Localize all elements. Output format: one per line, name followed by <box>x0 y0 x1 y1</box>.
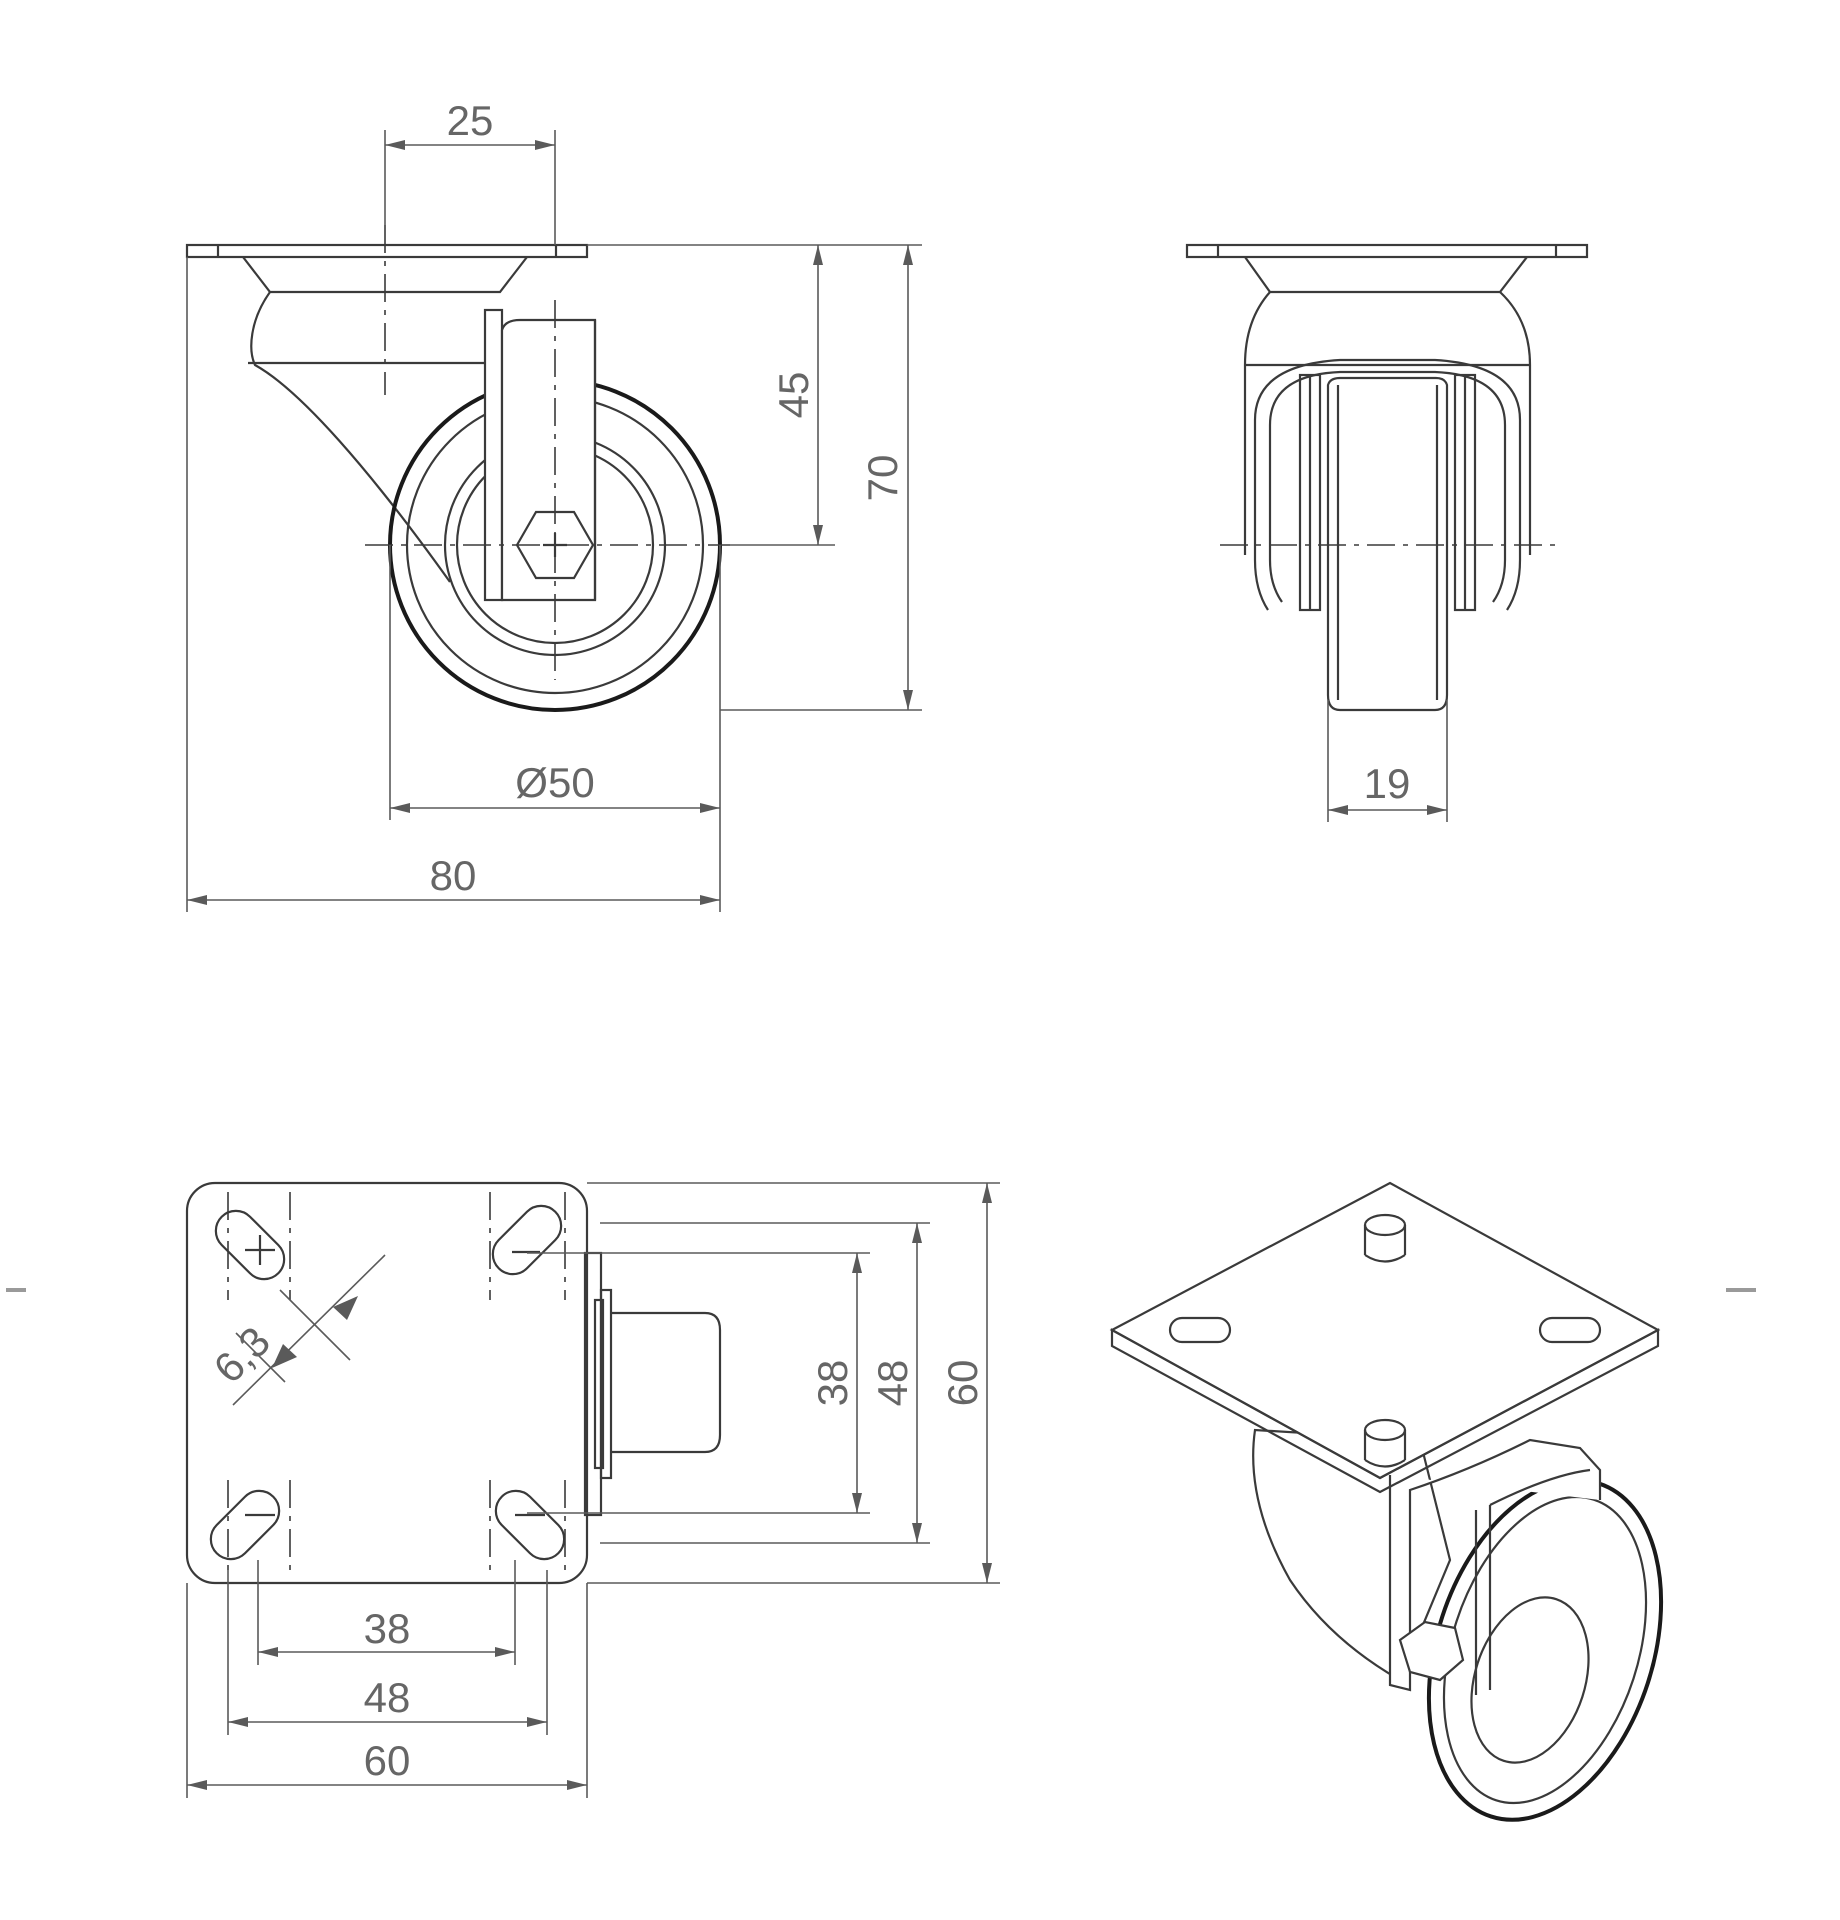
side-swivel-bearing <box>1244 256 1528 294</box>
top-plate-outline <box>185 1181 589 1585</box>
dim-hole-h-inner-label: 38 <box>364 1605 411 1652</box>
dim-hole-v-inner-label: 38 <box>809 1360 856 1407</box>
front-body-curve <box>250 291 451 583</box>
isometric-view <box>1109 1181 1664 1822</box>
dim-total-width-label: 80 <box>430 852 477 899</box>
iso-wheel-hub <box>1470 1596 1590 1764</box>
dim-hole-h-outer-label: 48 <box>364 1674 411 1721</box>
dim-line-slot-width <box>232 1254 386 1406</box>
dim-slot-width-label: 6,3 <box>204 1317 279 1392</box>
side-housing-left <box>1243 291 1271 555</box>
front-top-plate <box>185 243 589 259</box>
side-top-plate <box>1185 243 1589 259</box>
dim-hole-v-outer-label: 48 <box>869 1360 916 1407</box>
dim-total-height-label: 70 <box>859 455 906 502</box>
iso-hex-nut <box>1398 1620 1465 1682</box>
side-fork-outer <box>1253 358 1522 611</box>
iso-slot-right <box>1538 1316 1602 1344</box>
top-view: 6,3 38 48 60 38 48 60 <box>185 1181 1000 1798</box>
top-slot-hole-tl <box>214 1209 286 1281</box>
front-fork-leg-outer <box>483 308 504 602</box>
top-slot-hole-br <box>494 1489 566 1561</box>
dim-plate-h-label: 60 <box>364 1737 411 1784</box>
side-view: 19 <box>1185 243 1589 822</box>
dim-wheel-diameter-label: Ø50 <box>515 759 594 806</box>
iso-fork-bracket <box>1388 1438 1602 1692</box>
dim-wheel-width-label: 19 <box>1364 760 1411 807</box>
dim-axle-height-label: 45 <box>770 372 817 419</box>
top-slot-hole-tr <box>491 1204 563 1276</box>
top-slot-hole-bl <box>209 1489 281 1561</box>
iso-top-plate <box>1109 1181 1661 1480</box>
side-fork-inner <box>1268 370 1507 603</box>
side-housing-right <box>1499 291 1532 555</box>
dim-plate-v-label: 60 <box>939 1360 986 1407</box>
dim-offset-label: 25 <box>447 97 494 144</box>
side-wheel <box>1326 376 1449 712</box>
iso-slot-left <box>1168 1316 1232 1344</box>
top-construction-marks <box>227 1192 566 1570</box>
front-view: 25 45 70 Ø50 80 <box>185 97 922 912</box>
top-fork-stem <box>611 1311 722 1454</box>
iso-wheel-inner <box>1442 1495 1648 1805</box>
